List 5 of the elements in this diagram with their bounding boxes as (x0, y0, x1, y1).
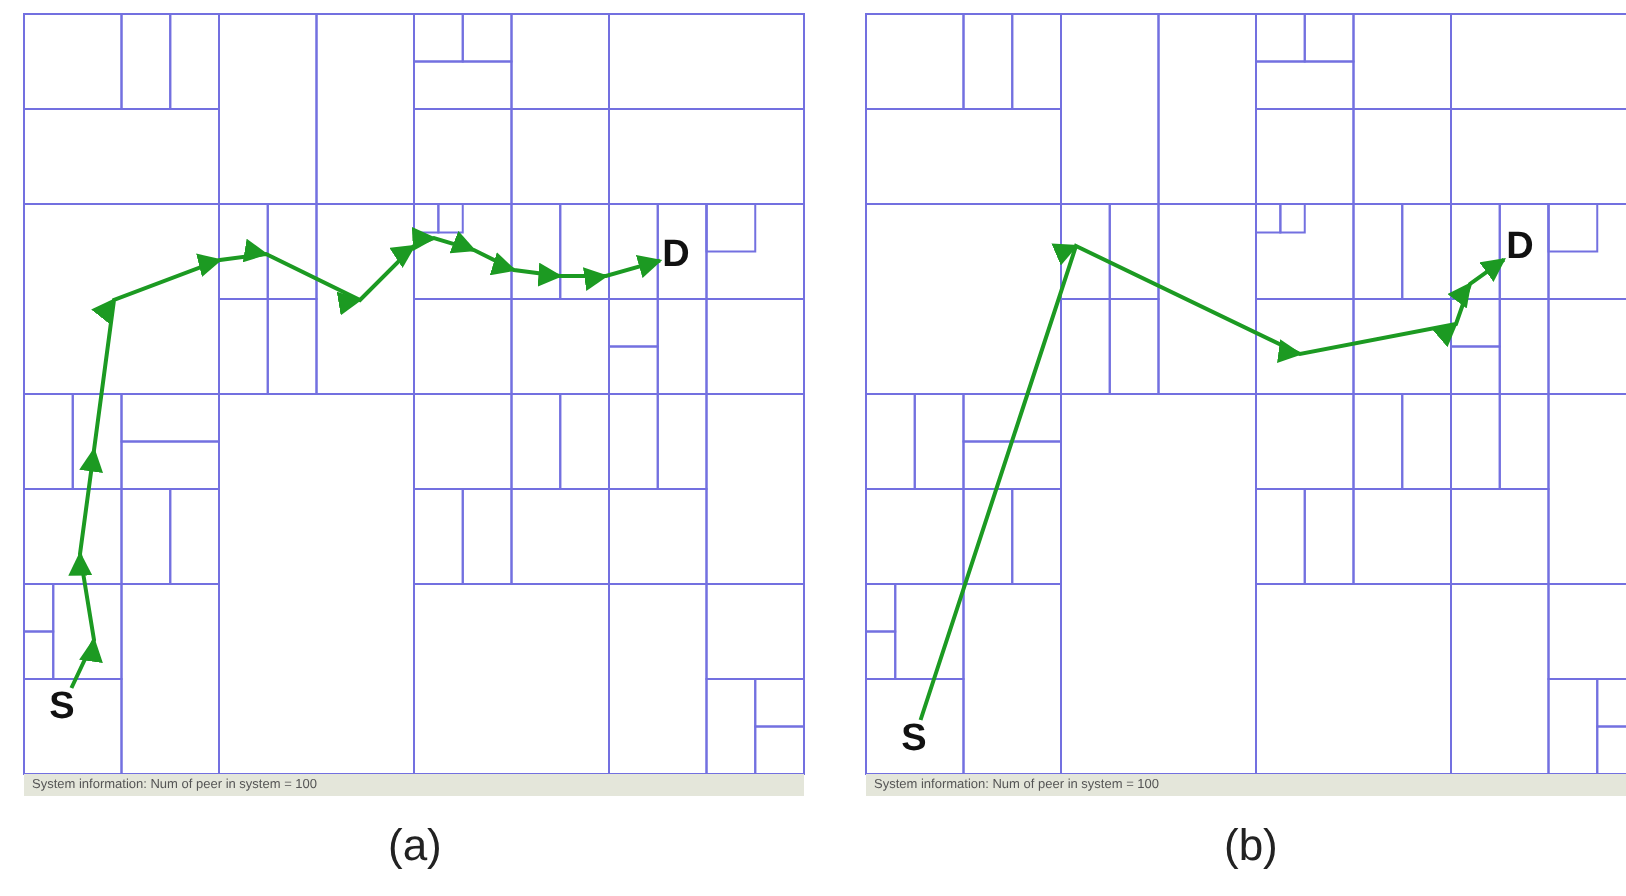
node-label: S (900, 720, 928, 760)
node-label: S (48, 688, 76, 728)
panel-caption: (b) (1224, 820, 1278, 872)
route-arrow (918, 243, 1506, 721)
panel-caption: (a) (388, 820, 442, 872)
